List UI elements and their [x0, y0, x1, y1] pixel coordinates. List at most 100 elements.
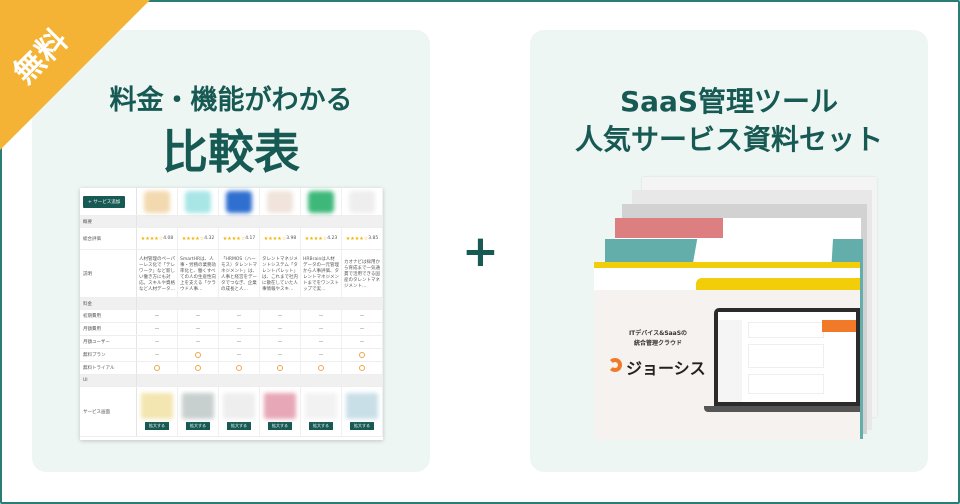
row-label: 月額費用 [80, 323, 137, 335]
table-cell: — [260, 323, 301, 335]
rating-value: 4.23 [327, 236, 338, 241]
table-cell [219, 362, 260, 374]
table-cell [178, 349, 219, 361]
zoom-button[interactable]: 拡大する [227, 422, 251, 430]
table-cell [219, 298, 260, 309]
left-title-line1: 料金・機能がわかる [109, 85, 353, 116]
free-badge-corner [0, 0, 150, 150]
available-icon [277, 365, 283, 371]
row-label: + サービス追加 [80, 188, 137, 215]
table-cell: — [260, 349, 301, 361]
dash-value: — [318, 352, 324, 358]
available-icon [195, 365, 201, 371]
dash-value: — [359, 326, 365, 332]
table-cell [301, 362, 342, 374]
row-label-text: 無料トライアル [83, 366, 115, 371]
table-cell [260, 216, 301, 227]
row-label: UI [80, 375, 137, 386]
doc-tagline1: ITデバイス&SaaSの [628, 330, 688, 337]
table-cell: ★★★★☆ 3.98 [260, 228, 301, 249]
table-cell [178, 188, 219, 215]
dash-value: — [236, 339, 242, 345]
screenshot-thumbnail [141, 393, 173, 419]
table-cell [137, 375, 178, 386]
table-cell: ★★★★☆ 3.85 [342, 228, 383, 249]
row-label: 無料プラン [80, 349, 137, 361]
dash-value: — [318, 313, 324, 319]
row-label: サービス画面 [80, 387, 137, 436]
table-cell: — [260, 310, 301, 322]
table-cell: — [301, 349, 342, 361]
dash-value: — [195, 339, 201, 345]
table-cell: — [219, 349, 260, 361]
service-logo [267, 190, 293, 213]
table-cell [137, 188, 178, 215]
table-cell: — [178, 310, 219, 322]
description-text: SmartHRは、人事・労務の業務効率化と、働くすべての人の生産性向上を支える「… [180, 256, 216, 292]
table-row: 概要 [80, 216, 383, 228]
table-cell: — [219, 310, 260, 322]
table-row: 説明人材管理のペーパーレス化で「テレワーク」など新しい働き方にも対応。スキルや資… [80, 250, 383, 298]
table-cell [178, 375, 219, 386]
zoom-button[interactable]: 拡大する [350, 422, 374, 430]
rating-value: 4.08 [163, 236, 174, 241]
table-cell [219, 375, 260, 386]
left-title-line2: 比較表 [162, 125, 300, 179]
add-service-button[interactable]: + サービス追加 [83, 195, 126, 208]
row-label-text: サービス画面 [83, 409, 110, 415]
description-text: カオナビは採用から育成まで一気通貫で活用できる国産のタレントマネジメント… [344, 259, 380, 289]
table-cell: — [342, 310, 383, 322]
table-row: 総合評価★★★★☆ 4.08★★★★☆ 4.32★★★★☆ 4.17★★★★☆ … [80, 228, 383, 250]
service-logo [185, 190, 211, 213]
table-row: 無料プラン———— [80, 349, 383, 362]
table-cell [301, 216, 342, 227]
table-cell: カオナビは採用から育成まで一気通貫で活用できる国産のタレントマネジメント… [342, 250, 383, 297]
table-cell: 拡大する [301, 387, 342, 436]
zoom-button[interactable]: 拡大する [145, 422, 169, 430]
dash-value: — [277, 313, 283, 319]
rating-stars-icon: ★★★★☆ [222, 235, 246, 242]
service-logo [308, 190, 334, 213]
rating-stars-icon: ★★★★☆ [263, 235, 287, 242]
table-cell [342, 298, 383, 309]
row-label: 月額ユーザー [80, 336, 137, 348]
service-logo [144, 190, 170, 213]
zoom-button[interactable]: 拡大する [186, 422, 210, 430]
table-cell [342, 216, 383, 227]
table-cell: — [219, 323, 260, 335]
available-icon [359, 352, 365, 358]
rating-stars-icon: ★★★★☆ [140, 235, 164, 242]
table-cell: — [301, 336, 342, 348]
table-cell: ★★★★☆ 4.32 [178, 228, 219, 249]
table-cell: ★★★★☆ 4.08 [137, 228, 178, 249]
doc-cover: ITデバイス&SaaSの 統合管理クラウド ジョーシス [594, 262, 860, 440]
table-cell [342, 362, 383, 374]
description-text: HRBrainは人材データの一元管理から人事評価、タレントマネジメントまでをワン… [303, 256, 339, 292]
table-cell: SmartHRは、人事・労務の業務効率化と、働くすべての人の生産性向上を支える「… [178, 250, 219, 297]
zoom-button[interactable]: 拡大する [309, 422, 333, 430]
dash-value: — [277, 339, 283, 345]
table-cell: 拡大する [137, 387, 178, 436]
zoom-button[interactable]: 拡大する [268, 422, 292, 430]
dash-value: — [195, 326, 201, 332]
available-icon [154, 365, 160, 371]
dash-value: — [359, 339, 365, 345]
table-row: + サービス追加 [80, 188, 383, 216]
rating-value: 3.98 [286, 236, 297, 241]
available-icon [195, 352, 201, 358]
table-cell: — [137, 336, 178, 348]
right-title-line1: SaaS管理ツール [619, 85, 839, 118]
table-cell: 拡大する [342, 387, 383, 436]
row-label-text: 総合評価 [83, 236, 101, 242]
table-cell [178, 298, 219, 309]
service-logo [226, 190, 252, 213]
dash-value: — [236, 352, 242, 358]
service-logo [349, 190, 375, 213]
table-cell [137, 298, 178, 309]
table-cell [301, 375, 342, 386]
josys-logo-icon [608, 358, 622, 372]
table-cell: — [301, 323, 342, 335]
table-row: UI [80, 375, 383, 387]
table-cell: 拡大する [178, 387, 219, 436]
